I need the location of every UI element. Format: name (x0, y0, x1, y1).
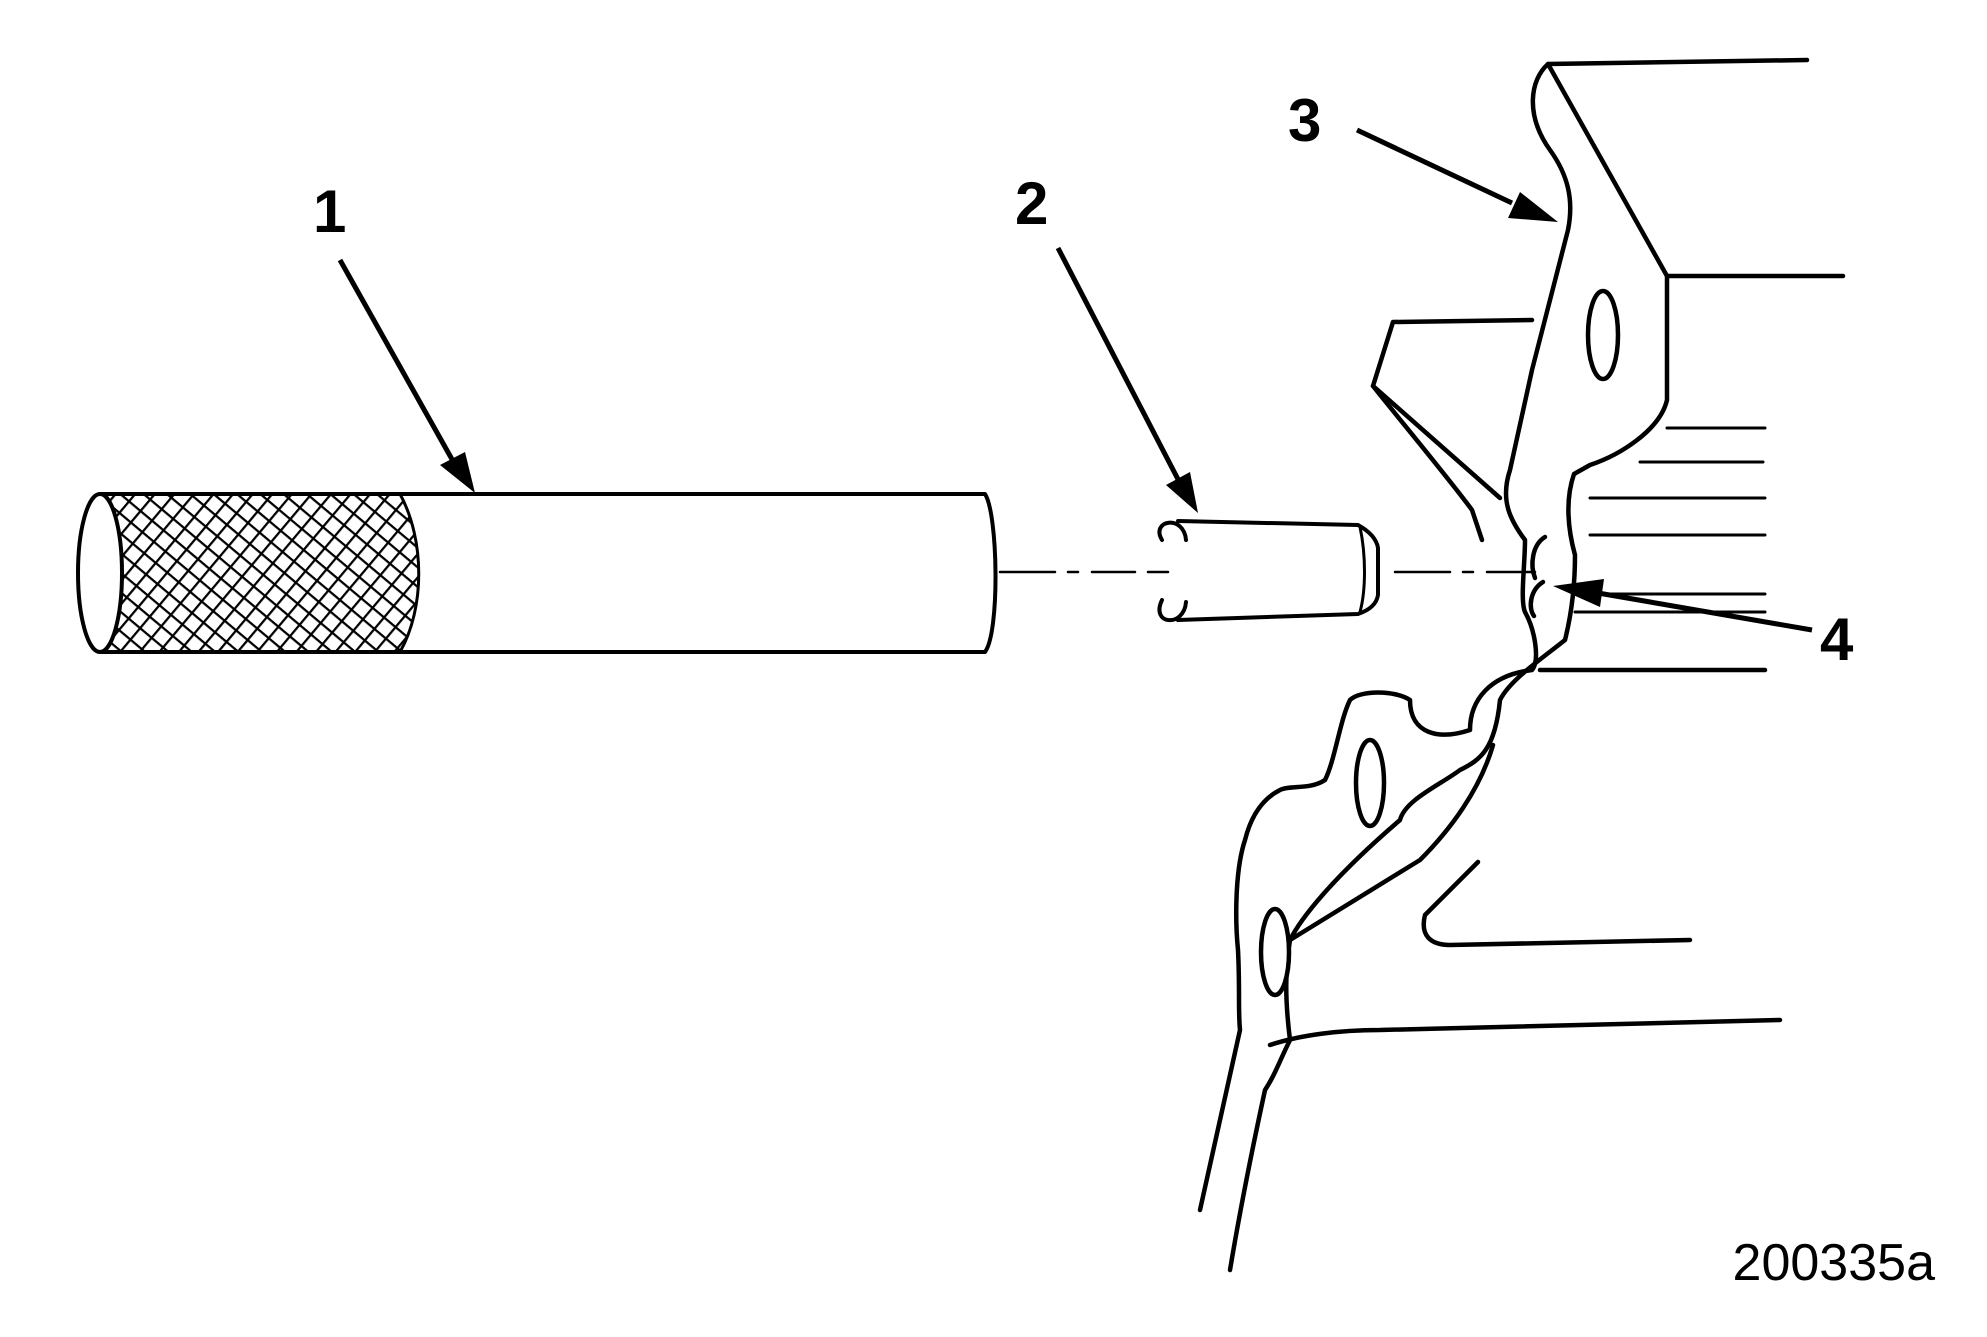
housing (1197, 57, 1846, 1273)
callout-1: 1 (313, 178, 346, 245)
housing-rib-1 (1638, 426, 1767, 464)
housing-rib-2 (1588, 496, 1767, 537)
figure-id: 200335a (1733, 1234, 1936, 1292)
arrow-4-head (1553, 579, 1604, 607)
bushing-end-face (1157, 520, 1188, 623)
housing-rib-3 (1573, 592, 1767, 614)
mounting-holes (1258, 288, 1621, 998)
bracket-inner-edge (1227, 61, 1670, 1273)
knurled-grip (100, 494, 419, 652)
upper-slot-inner (1370, 383, 1485, 543)
bushing-body (1176, 519, 1380, 622)
knurl-boundary (398, 492, 421, 654)
bushing-chamfer (1358, 525, 1366, 614)
arrow-3-head (1508, 192, 1558, 222)
middle-mounting-hole (1353, 737, 1387, 829)
callout-2: 2 (1015, 170, 1048, 237)
arrow-2-head (1166, 472, 1198, 513)
tool-end-face (76, 492, 124, 654)
tool-outline (98, 492, 998, 654)
bushing (1157, 519, 1380, 623)
lower-housing-notch (1421, 859, 1693, 948)
leader-arrows (337, 127, 1813, 633)
lower-mounting-hole (1258, 906, 1292, 998)
callout-3: 3 (1288, 87, 1321, 154)
bracket-outline (1197, 57, 1810, 1213)
bushing-bore (1528, 534, 1548, 619)
lower-housing-floor (1267, 1017, 1783, 1048)
installer-tool (76, 492, 998, 654)
arrow-1-head (440, 452, 475, 493)
lower-housing-edge (1287, 742, 1496, 943)
upper-mounting-hole (1585, 288, 1621, 382)
callout-4: 4 (1820, 606, 1854, 673)
